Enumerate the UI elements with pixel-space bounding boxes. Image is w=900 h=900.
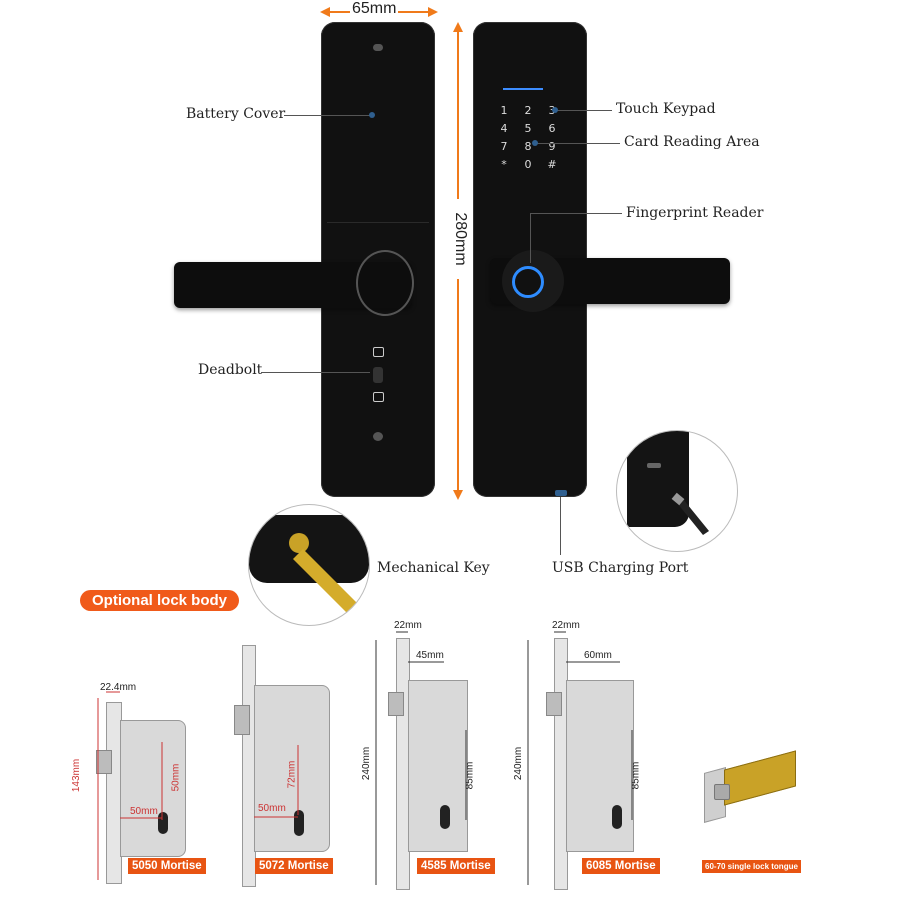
vertical-dim-label: 50mm [170,763,182,792]
deadbolt-lock-icon [373,347,384,357]
usb-charging-port-leader [560,497,561,555]
horizontal-dim-label: 50mm [130,806,158,817]
fingerprint-reader-icon[interactable] [502,250,564,312]
fingerprint-reader-label: Fingerprint Reader [626,205,764,221]
deadbolt-label: Deadbolt [198,362,263,378]
latch-bolt [388,692,404,716]
height-label: 143mm [71,758,83,793]
card-reading-area-label: Card Reading Area [624,134,760,150]
mortise-body [566,680,634,852]
card-reading-area-leader [536,143,620,144]
usb-port[interactable] [555,490,567,496]
latch-bolt [96,750,112,774]
fingerprint-reader-leader-vertical [530,213,531,263]
key-star[interactable]: * [501,158,507,171]
touch-keypad-dot [552,107,558,113]
vertical-dim-label: 85mm [464,761,476,790]
usb-charging-port-label: USB Charging Port [552,560,689,576]
height-label: 240mm [513,746,525,781]
cylinder-hole [440,805,450,829]
single-lock-tongue-tag: 60-70 single lock tongue [702,860,801,873]
mortise-5072-tag: 5072 Mortise [255,858,333,874]
mortise-6085[interactable]: 22mm 60mm 240mm 85mm [510,620,660,890]
mortise-5072-dims [254,745,299,818]
inset-panel [627,431,689,527]
latch-bolt [546,692,562,716]
width-label: 65mm [350,0,399,18]
cylinder-hole [612,805,622,829]
height-label: 240mm [361,746,373,781]
key-hash[interactable]: # [547,158,557,171]
tongue-body [724,750,796,806]
deadbolt-leader [262,372,370,373]
width-label: 22.4mm [100,682,137,693]
width-label: 22mm [394,620,422,631]
key-4[interactable]: 4 [500,122,508,135]
keypad-indicator-bar [503,88,543,90]
key-8[interactable]: 8 [524,140,532,153]
mortise-body [120,720,186,857]
mortise-5050[interactable]: 22.4mm 143mm 50mm 50mm [70,680,210,890]
touch-keypad-leader [556,110,612,111]
key-2[interactable]: 2 [524,104,532,117]
battery-cover-dot [369,112,375,118]
latch-bolt [234,705,250,735]
key-hole [373,432,383,441]
width-dimension: 65mm [320,0,438,22]
optional-lock-body-badge: Optional lock body [80,590,240,611]
vertical-dim-label: 72mm [286,760,298,789]
horizontal-dim-label: 60mm [584,650,612,661]
key-6[interactable]: 6 [548,122,556,135]
key-head [289,533,309,553]
width-label: 22mm [552,620,580,631]
mortise-4585-dims [375,631,467,885]
cylinder-hole [294,810,304,836]
keypad[interactable]: 1 2 3 4 5 6 7 8 9 * 0 # [497,104,561,174]
mortise-5050-tag: 5050 Mortise [128,858,206,874]
mortise-6085-tag: 6085 Mortise [582,858,660,874]
height-label: 280mm [451,199,469,279]
back-handle-rose [356,250,414,316]
key-9[interactable]: 9 [548,140,556,153]
mortise-4585-tag: 4585 Mortise [417,858,495,874]
inset-usb-slot [647,463,661,468]
fingerprint-reader-leader [530,213,622,214]
mortise-body [254,685,330,852]
single-lock-tongue[interactable] [700,748,808,828]
vertical-dim-label: 85mm [630,761,642,790]
deadbolt-knob [373,367,383,383]
mortise-4585[interactable]: 22mm 45mm 240mm 85mm [360,620,500,890]
horizontal-dim-label: 50mm [258,803,286,814]
key-5[interactable]: 5 [524,122,532,135]
battery-cover-label: Battery Cover [186,106,286,122]
mortise-6085-dims [527,631,633,885]
touch-keypad-label: Touch Keypad [616,101,716,117]
mechanical-key-label: Mechanical Key [377,560,490,576]
card-reading-area-dot [532,140,538,146]
usb-port-inset [616,430,738,552]
fingerprint-ring [512,266,544,298]
key-blade-icon [293,549,359,615]
key-7[interactable]: 7 [500,140,508,153]
mortise-body [408,680,468,852]
camera-hole [373,44,383,51]
mortise-5050-dims [97,691,163,880]
deadbolt-unlock-icon [373,392,384,402]
key-0[interactable]: 0 [524,158,532,171]
cylinder-hole [158,812,168,834]
key-1[interactable]: 1 [500,104,508,117]
battery-cover-panel [327,92,429,223]
usb-cable-icon [671,492,709,535]
mechanical-key-inset [248,504,370,626]
tongue-bolt [714,784,730,800]
mortise-5072[interactable]: 72mm 50mm [228,645,340,890]
battery-cover-leader [284,115,370,116]
horizontal-dim-label: 45mm [416,650,444,661]
